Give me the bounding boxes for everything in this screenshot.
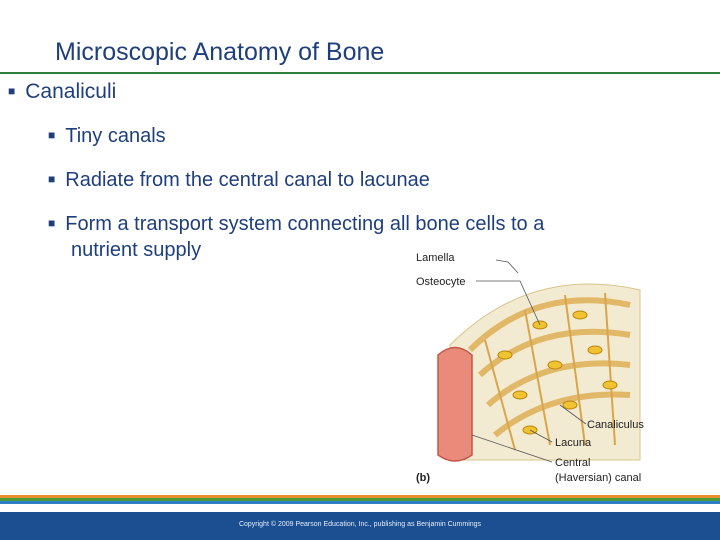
subbullet-transport: ■ Form a transport system connecting all … (48, 210, 544, 263)
osteocyte (562, 400, 578, 410)
canaliculus-line (524, 309, 551, 446)
subbullet-tiny-canals: ■ Tiny canals (48, 122, 166, 149)
label-lacuna: Lacuna (555, 437, 592, 449)
leader-lamella (495, 259, 519, 274)
stripe-green (0, 498, 720, 501)
label-central-line1: Central (555, 457, 590, 469)
bullet-marker: ■ (8, 84, 16, 98)
bullet-canaliculi: ■ Canaliculi (8, 80, 116, 104)
leader-lacuna (529, 429, 553, 443)
footer-bar: Copyright © 2009 Pearson Education, Inc.… (0, 512, 720, 540)
canaliculus-line (604, 292, 616, 446)
bullet-marker: ■ (48, 216, 56, 230)
leader-osteocyte (476, 280, 541, 326)
label-panel: (b) (416, 472, 430, 484)
bullet-text: Tiny canals (65, 125, 166, 147)
label-canaliculus: Canaliculus (587, 419, 644, 431)
bullet-text-continuation: nutrient supply (71, 239, 202, 261)
decorative-stripes (0, 495, 720, 504)
osteocyte (602, 380, 618, 390)
osteocyte (512, 390, 528, 400)
slide-title: Microscopic Anatomy of Bone (55, 38, 385, 66)
stripe-blue (0, 501, 720, 504)
bullet-marker: ■ (48, 172, 56, 186)
canaliculus-line (564, 294, 586, 446)
lamella-ring (477, 328, 631, 378)
leader-central-canal (471, 434, 553, 463)
bullet-text: Form a transport system connecting all b… (65, 213, 545, 235)
osteocyte (572, 310, 588, 320)
canaliculus-line (484, 339, 516, 451)
label-osteocyte: Osteocyte (416, 276, 466, 288)
bullet-text: Radiate from the central canal to lacuna… (65, 169, 430, 191)
label-central-line2: (Haversian) canal (555, 472, 641, 484)
osteocyte (497, 350, 513, 360)
leader-canaliculus (559, 404, 587, 425)
subbullet-radiate: ■ Radiate from the central canal to lacun… (48, 166, 430, 193)
stripe-orange (0, 495, 720, 498)
title-underline (0, 72, 720, 74)
label-lamella: Lamella (416, 252, 455, 264)
central-canal (437, 346, 473, 462)
osteocyte (547, 360, 563, 370)
copyright-text: Copyright © 2009 Pearson Education, Inc.… (238, 521, 482, 528)
bullet-text: Canaliculi (25, 80, 117, 103)
lamella-ring (467, 297, 631, 353)
lamella-ring (486, 360, 631, 408)
bone-osteon-illustration: Lamella Osteocyte Canaliculus Lacuna Cen… (416, 252, 644, 484)
osteocyte (587, 345, 603, 355)
bullet-marker: ■ (48, 128, 56, 142)
